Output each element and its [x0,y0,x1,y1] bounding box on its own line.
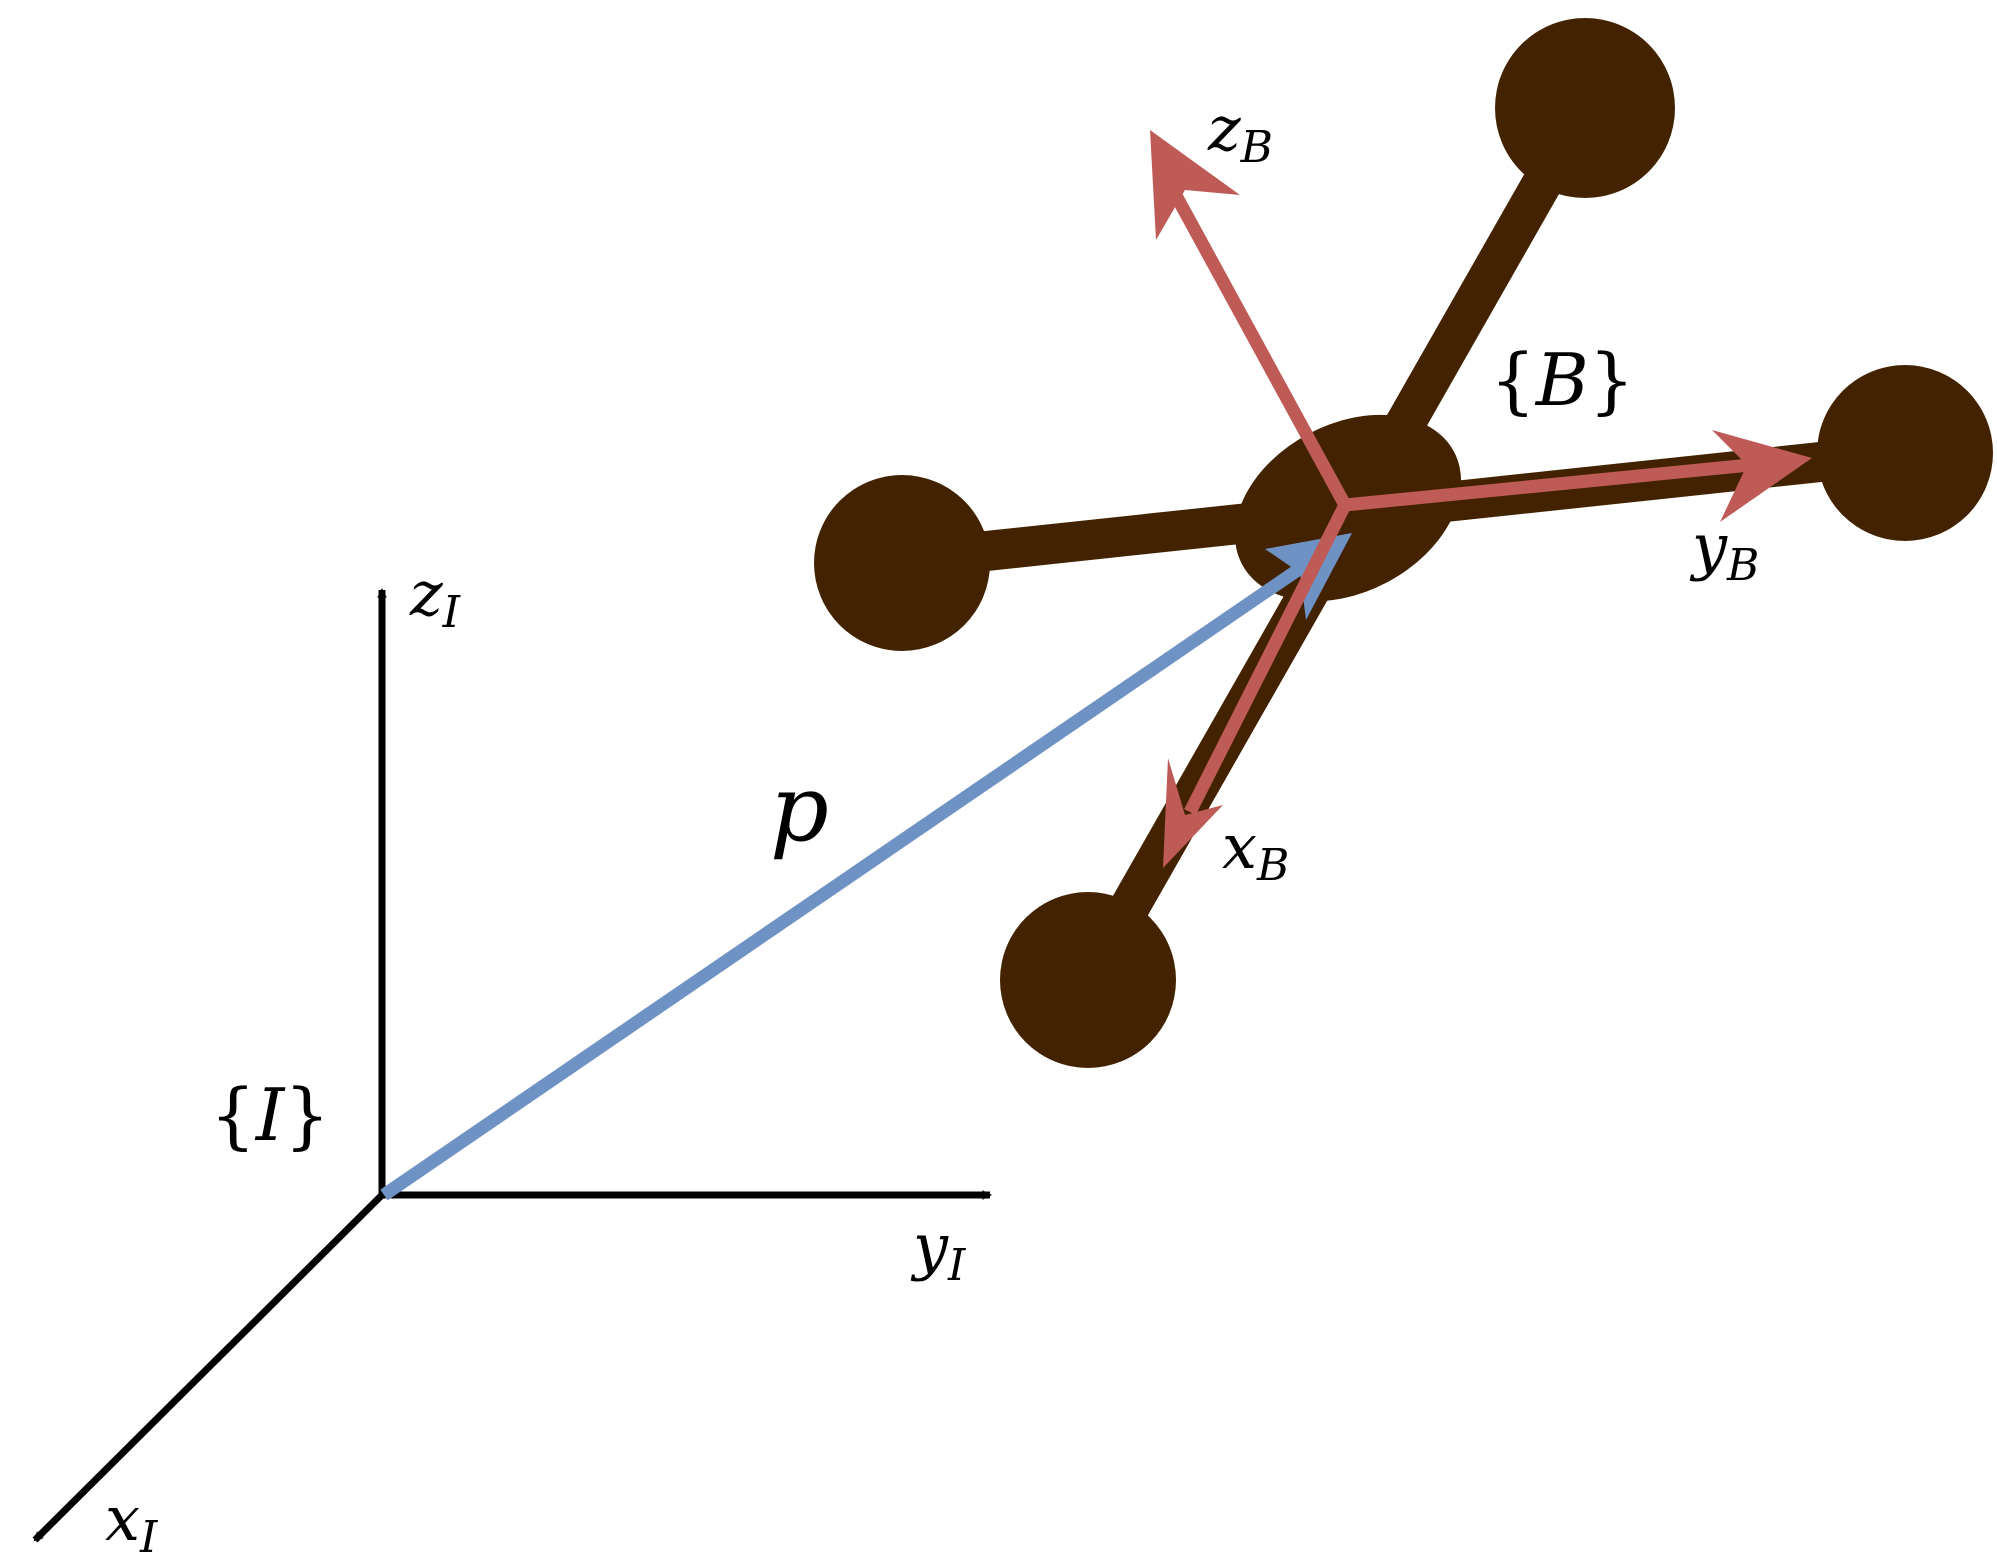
x-body-label: xB [1222,810,1289,891]
y-inertial-label: yI [910,1210,967,1291]
rotor-bottom [1000,892,1176,1068]
x-inertial-label: xI [105,1482,159,1558]
position-vector-line [380,559,1309,1201]
z-body-arrowhead [1150,130,1240,240]
inertial-frame-label: {I} [210,1073,330,1157]
z-body-label: zB [1207,92,1273,173]
x-body-arrowhead [1163,758,1223,868]
inertial-axes [32,588,992,1543]
z-inertial-label: zI [409,557,462,638]
rotor-left [814,475,990,651]
rotor-right [1817,365,1993,541]
body-frame-label: {B} [1490,338,1635,422]
y-body-axis [1344,458,1751,512]
body-axes [1150,130,1812,868]
z-body-axis [1167,186,1351,509]
x-inertial-axis [32,1192,385,1543]
position-vector-label: p [770,755,829,862]
y-body-label: yB [1689,510,1759,591]
quadrotor [814,18,1993,1068]
rotor-top [1495,18,1675,198]
y-body-arrowhead [1712,430,1812,522]
x-body-axis [1184,502,1351,815]
